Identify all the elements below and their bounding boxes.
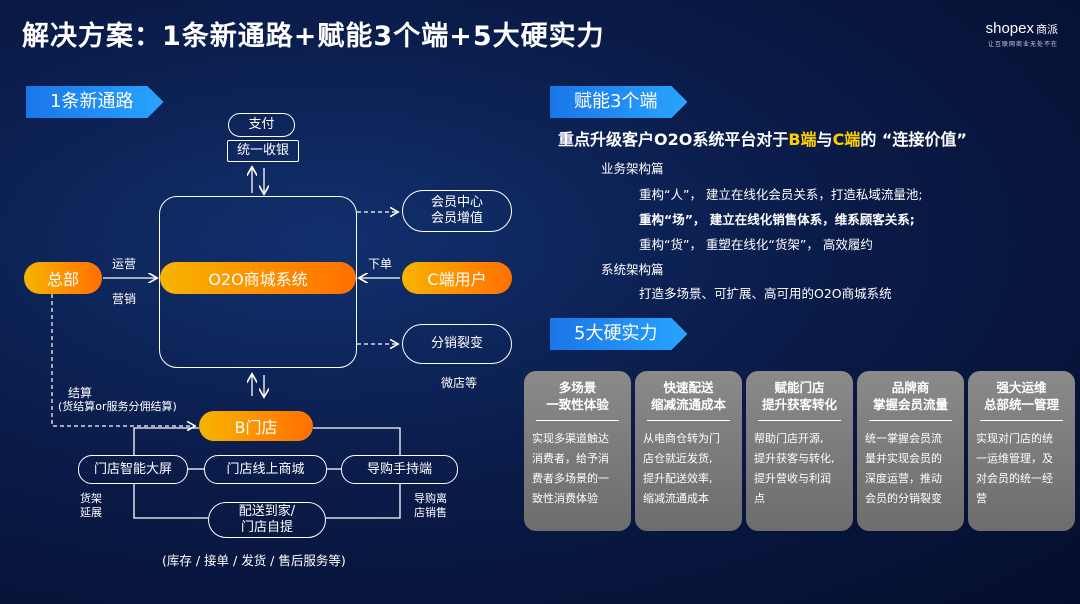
card-body: 实现对门店的统一运维管理，及对会员的统一经营 — [976, 432, 1053, 505]
strength-card: 品牌商掌握会员流量 统一掌握会员流量并实现会员的深度运营，推动会员的分销裂变 — [857, 371, 964, 531]
strength-card: 多场景一致性体验 实现多渠道触达消费者，给予消费者多场景的一致性消费体验 — [524, 371, 631, 531]
o2o-mall-system: O2O商城系统 — [160, 262, 356, 294]
order-label: 下单 — [368, 257, 393, 271]
member-center-box: 会员中心会员增值 — [402, 190, 512, 232]
store-smart-screen-box: 门店智能大屏 — [78, 455, 188, 484]
brand-slogan: 让互联网商业无处不在 — [987, 41, 1058, 48]
strength-card: 强大运维总部统一管理 实现对门店的统一运维管理，及对会员的统一经营 — [968, 371, 1075, 531]
headline-connection-value: 重点升级客户O2O系统平台对于B端与C端的 “连接价值” — [558, 130, 967, 149]
settlement-detail: (货结算or服务分佣结算) — [58, 400, 177, 413]
c-end-user-node: C端用户 — [402, 262, 512, 294]
biz-point-goods: 重构“货”， 重塑在线化“货架”， 高效履约 — [639, 237, 873, 252]
guide-handheld-box: 导购手持端 — [341, 455, 458, 484]
card-title: 多场景一致性体验 — [536, 379, 619, 421]
card-title: 赋能门店提升获客转化 — [758, 379, 841, 421]
card-body: 从电商仓转为门店仓就近发货,提升配送效率,缩减流通成本 — [643, 432, 720, 505]
guide-offline-sales-label: 导购离店销售 — [414, 492, 447, 519]
line-bstore-guide — [313, 427, 401, 455]
distribution-fission-box: 分销裂变 — [402, 324, 512, 364]
settlement-label: 结算 — [68, 386, 93, 400]
micro-store-label: 微店等 — [441, 376, 478, 390]
card-body: 实现多渠道触达消费者，给予消费者多场景的一致性消费体验 — [532, 432, 609, 505]
shelf-extension-label: 货架延展 — [80, 492, 102, 519]
line-bstore-screen — [133, 427, 199, 455]
card-title: 强大运维总部统一管理 — [980, 379, 1063, 421]
line-guide-deliver — [326, 484, 401, 519]
strength-card: 快速配送缩减流通成本 从电商仓转为门店仓就近发货,提升配送效率,缩减流通成本 — [635, 371, 742, 531]
sys-point: 打造多场景、可扩展、高可用的O2O商城系统 — [639, 286, 892, 301]
delivery-pickup-box: 配送到家/门店自提 — [208, 502, 326, 538]
card-title: 品牌商掌握会员流量 — [869, 379, 952, 421]
dashed-arrow-settlement — [51, 294, 194, 426]
card-body: 统一掌握会员流量并实现会员的深度运营，推动会员的分销裂变 — [865, 432, 942, 505]
strength-card: 赋能门店提升获客转化 帮助门店开源,提升获客与转化,提升营收与利润点 — [746, 371, 853, 531]
cashier-box: 统一收银 — [227, 140, 299, 162]
page-title: 解决方案：1条新通路+赋能3个端+5大硬实力 — [22, 21, 605, 52]
line-screen-deliver — [133, 484, 208, 519]
b-store-node: B门店 — [199, 411, 313, 441]
marketing-label: 营销 — [112, 292, 137, 306]
section-tab-strengths: 5大硬实力 — [550, 318, 687, 350]
biz-point-scene: 重构“场”， 建立在线化销售体系，维系顾客关系; — [639, 212, 915, 227]
card-title: 快速配送缩减流通成本 — [647, 379, 730, 421]
section-tab-empower: 赋能3个端 — [550, 86, 687, 118]
store-services-note: (库存 / 接单 / 发货 / 售后服务等) — [162, 553, 346, 568]
store-online-mall-box: 门店线上商城 — [204, 455, 327, 484]
pay-box: 支付 — [228, 113, 295, 137]
biz-point-people: 重构“人”， 建立在线化会员关系，打造私域流量池; — [639, 187, 923, 202]
sys-architecture-title: 系统架构篇 — [601, 262, 664, 277]
section-tab-new-channel: 1条新通路 — [26, 86, 163, 118]
o2o-system-frame — [159, 196, 357, 368]
biz-architecture-title: 业务架构篇 — [601, 161, 664, 176]
headquarters-node: 总部 — [24, 262, 102, 294]
card-body: 帮助门店开源,提升获客与转化,提升营收与利润点 — [754, 432, 835, 505]
operations-label: 运营 — [112, 257, 137, 271]
